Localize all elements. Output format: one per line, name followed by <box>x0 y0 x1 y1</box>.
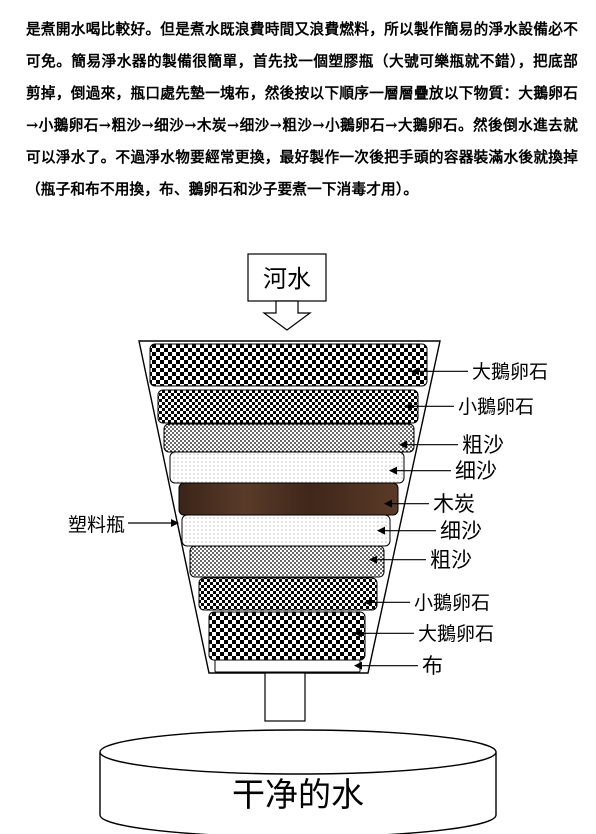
input-label: 河水 <box>263 265 311 293</box>
layer-label: 小鵝卵石 <box>414 592 490 614</box>
layer-cloth <box>214 659 361 673</box>
bottle-label: 塑料瓶 <box>68 514 125 536</box>
input-box <box>247 253 327 302</box>
output-label: 干净的水 <box>232 775 364 814</box>
instruction-paragraph: 是煮開水喝比較好。但是煮水既浪費時間又浪費燃料，所以製作簡易的淨水設備必不可免。… <box>26 21 578 198</box>
layer-label: 小鵝卵石 <box>458 396 534 418</box>
layer-label: 粗沙 <box>462 433 504 457</box>
layer-coarse-sand <box>189 545 385 578</box>
layer-fine-sand <box>169 451 405 484</box>
basin-rim <box>99 729 497 775</box>
layer-fine-sand <box>181 514 391 547</box>
layer-small-pebble <box>198 577 378 611</box>
layer-small-pebble <box>157 389 419 424</box>
layer-label: 布 <box>422 654 443 678</box>
layer-charcoal <box>178 482 399 516</box>
layer-large-pebble <box>208 611 366 661</box>
bottle-neck <box>264 672 306 722</box>
layer-label: 大鵝卵石 <box>472 361 548 383</box>
layer-label: 细沙 <box>440 519 482 543</box>
layer-label: 木炭 <box>433 492 475 516</box>
layer-label: 细沙 <box>455 459 497 483</box>
layer-coarse-sand <box>163 423 415 453</box>
flow-arrow-down-icon <box>262 300 312 331</box>
layer-label: 大鵝卵石 <box>418 623 494 645</box>
layer-label: 粗沙 <box>430 548 472 572</box>
layer-large-pebble <box>149 343 428 387</box>
basin-body <box>99 752 497 834</box>
